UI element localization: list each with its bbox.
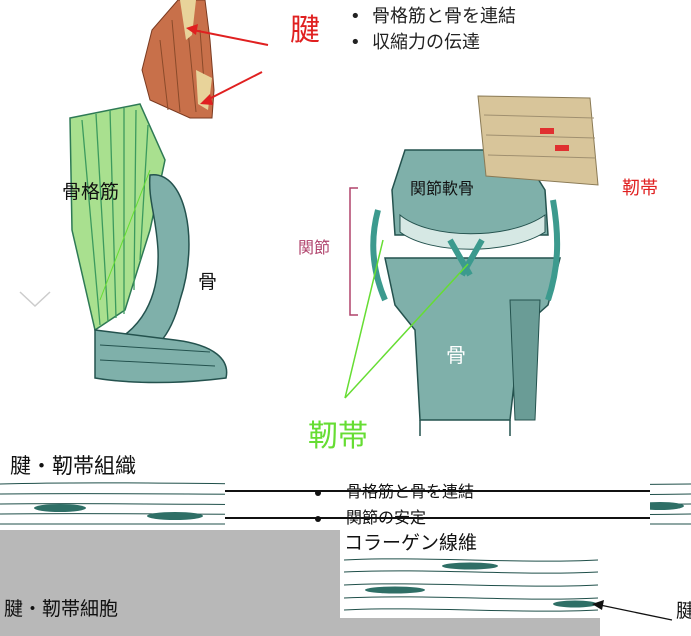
chevron-down-icon <box>19 291 51 308</box>
collagen-panel <box>340 530 602 618</box>
tendon-pointer-1 <box>192 29 269 46</box>
joint-label: 関節 <box>298 238 331 257</box>
header-bullet-2: 収縮力の伝達 <box>372 32 480 53</box>
ligament-label: 靭帯 <box>308 419 368 454</box>
tendon-pointer-2 <box>206 71 263 101</box>
left-bone-drawing <box>94 174 228 384</box>
tissue-bullet-2: 関節の安定 <box>346 508 427 527</box>
bone-label-right: 骨 <box>446 343 466 367</box>
header-bullet-dot-2: • <box>350 32 361 53</box>
cell-label: 腱・靭帯細胞 <box>4 598 119 620</box>
muscle-drawing <box>69 103 166 332</box>
tendon-label: 腱 <box>290 13 320 48</box>
right-edge-fragment: 靭帯 <box>622 178 658 199</box>
tissue-heading: 腱・靭帯組織 <box>10 454 136 478</box>
collagen-label: コラーゲン線維 <box>344 532 478 554</box>
muscle-pointer <box>99 169 151 301</box>
header-bullet-1: 骨格筋と骨を連結 <box>372 6 516 27</box>
tissue-bullet-dot-1 <box>315 490 321 496</box>
ligament-pointer-2 <box>344 263 469 399</box>
cell-pointer <box>599 604 673 621</box>
cartilage-label: 関節軟骨 <box>410 179 475 198</box>
cell-arrowhead <box>592 600 604 610</box>
muscle-label: 骨格筋 <box>62 181 120 203</box>
tendon-arrowhead-1 <box>186 24 198 35</box>
tissue-right-fragment: 腱 <box>676 600 691 622</box>
tissue-band <box>0 478 691 530</box>
tendon-arrowhead-2 <box>200 94 213 105</box>
tissue-thumbnail <box>477 95 599 186</box>
tissue-background <box>0 530 340 636</box>
muscle-tendon-thumbnail <box>141 0 215 119</box>
joint-bracket <box>349 187 358 316</box>
tissue-bullet-1: 骨格筋と骨を連結 <box>346 482 475 501</box>
tissue-bullet-dot-2 <box>315 516 321 522</box>
header-bullet-dot-1: • <box>350 6 361 27</box>
ligament-pointer-1 <box>344 239 384 399</box>
bone-label-left: 骨 <box>198 271 218 293</box>
